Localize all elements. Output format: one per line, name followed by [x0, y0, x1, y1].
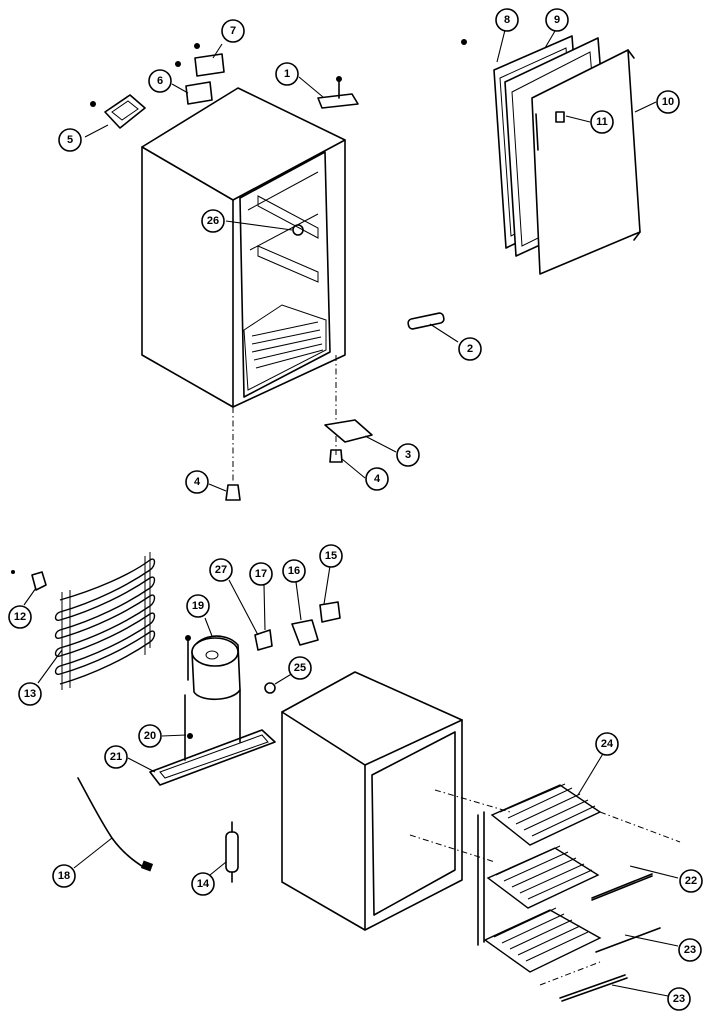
callout-9: 9: [545, 8, 569, 32]
callout-25-label: 25: [294, 662, 306, 674]
callout-22-label: 22: [685, 875, 697, 887]
callout-21: 21: [104, 745, 128, 769]
callout-23-lower: 23: [667, 987, 691, 1011]
callout-11: 11: [590, 110, 614, 134]
callout-7: 7: [221, 19, 245, 43]
callout-8: 8: [495, 8, 519, 32]
callout-16: 16: [282, 559, 306, 583]
callout-18-label: 18: [58, 870, 70, 882]
callout-18: 18: [52, 864, 76, 888]
compressor-base: [149, 689, 276, 786]
callout-23-upper: 23: [678, 938, 702, 962]
bottom-hinge-part-3: [324, 355, 373, 463]
callout-14: 14: [191, 872, 215, 896]
drier: [225, 821, 239, 883]
callout-16-label: 16: [288, 565, 300, 577]
callout-4-right: 4: [365, 467, 389, 491]
top-hinge-part: [317, 76, 359, 109]
callout-22: 22: [679, 869, 703, 893]
callout-7-label: 7: [230, 25, 236, 37]
leader-lines: [23, 29, 679, 997]
callout-6: 6: [148, 69, 172, 93]
hinge-parts-6-7: [175, 43, 225, 105]
callout-3-label: 3: [405, 449, 411, 461]
callout-10: 10: [656, 90, 680, 114]
callout-19-label: 19: [192, 600, 204, 612]
door-assembly: [461, 35, 641, 275]
callout-1-label: 1: [284, 68, 290, 80]
callout-25: 25: [288, 656, 312, 680]
relay-parts: [254, 601, 341, 694]
callout-4-left-label: 4: [194, 476, 201, 488]
evaporator: [477, 783, 681, 1002]
callout-27: 27: [209, 558, 233, 582]
callout-23-lower-label: 23: [673, 993, 685, 1005]
callout-26-label: 26: [207, 215, 219, 227]
callout-12: 12: [8, 605, 32, 629]
handle-part-2: [407, 312, 445, 330]
callout-12-label: 12: [14, 611, 26, 623]
clip-part-12: [11, 570, 47, 591]
callout-14-label: 14: [197, 878, 210, 890]
callout-27-label: 27: [215, 564, 227, 576]
callout-19: 19: [186, 594, 210, 618]
callout-17-label: 17: [255, 568, 267, 580]
callout-13: 13: [18, 682, 42, 706]
callout-11-label: 11: [596, 116, 608, 128]
callout-2: 2: [458, 337, 482, 361]
callout-9-label: 9: [554, 14, 560, 26]
callout-13-label: 13: [24, 688, 36, 700]
cabinet-upper: [141, 87, 346, 408]
callout-26: 26: [201, 209, 225, 233]
callout-1: 1: [275, 62, 299, 86]
compressor: [185, 635, 241, 701]
bracket-part-5: [90, 94, 146, 129]
callout-23-upper-label: 23: [684, 944, 696, 956]
callout-4-right-label: 4: [374, 473, 381, 485]
callout-5: 5: [58, 128, 82, 152]
condenser-coil: [54, 552, 156, 690]
power-cord: [77, 777, 154, 872]
leveling-leg-left: [225, 407, 241, 501]
callout-24-label: 24: [601, 738, 614, 750]
callout-6-label: 6: [157, 75, 163, 87]
callout-20: 20: [138, 724, 162, 748]
callout-20-label: 20: [144, 730, 156, 742]
callout-21-label: 21: [110, 751, 122, 763]
callout-4-left: 4: [185, 470, 209, 494]
callout-10-label: 10: [662, 96, 674, 108]
callout-24: 24: [595, 732, 619, 756]
callout-2-label: 2: [467, 343, 473, 355]
callouts: 1 2 3 4 4 5 6 7 8 9 10 11 12 13 14 15 16…: [8, 8, 703, 1011]
callout-15: 15: [319, 544, 343, 568]
cabinet-lower: [281, 671, 511, 931]
callout-8-label: 8: [504, 14, 510, 26]
callout-17: 17: [249, 562, 273, 586]
callout-15-label: 15: [325, 550, 337, 562]
callout-5-label: 5: [67, 134, 73, 146]
callout-3: 3: [396, 443, 420, 467]
